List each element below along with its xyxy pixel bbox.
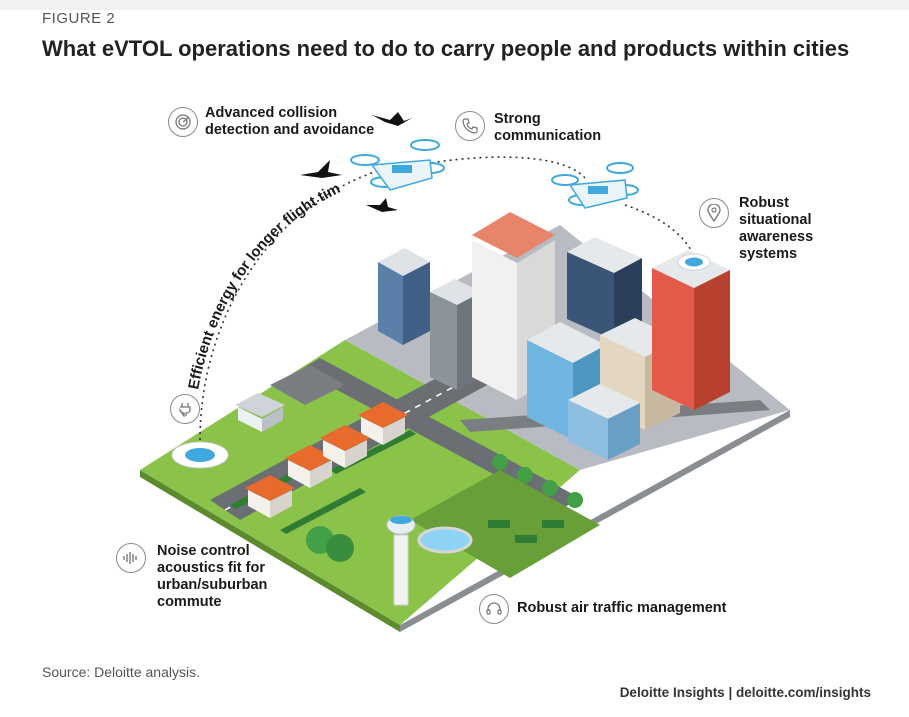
helipad-left [171, 441, 229, 469]
parking-lot [270, 365, 345, 405]
house [245, 475, 295, 518]
hedge [280, 488, 366, 534]
evtol-aircraft [350, 139, 445, 191]
flower-bed [542, 520, 564, 528]
headset-icon [479, 594, 509, 624]
control-tower [386, 515, 416, 606]
bird [372, 112, 412, 126]
cross-road [300, 358, 580, 510]
top-bar [0, 0, 909, 10]
tree [326, 534, 354, 562]
source-note: Source: Deloitte analysis. [42, 664, 200, 680]
noise-callout: Noise control acoustics fit for urban/su… [157, 543, 268, 610]
collision-callout: Advanced collision detection and avoidan… [205, 105, 375, 138]
tree [492, 454, 508, 470]
tree [517, 467, 533, 483]
house [358, 402, 408, 445]
atm-callout: Robust air traffic management [517, 600, 727, 616]
flight-path [624, 204, 693, 253]
situational-callout: Robust situational awareness systems [739, 195, 814, 262]
house [320, 425, 370, 468]
phone-icon [455, 111, 485, 141]
location-pin-icon [699, 198, 729, 228]
plug-icon [170, 394, 200, 424]
bird [366, 198, 398, 212]
ground-base-side [140, 470, 400, 632]
ground-base-side-right [400, 410, 790, 632]
fountain [417, 526, 473, 554]
footer-credit: Deloitte Insights | deloitte.com/insight… [619, 685, 871, 700]
energy-arc-label: Efficient energy for longer flight time [0, 0, 343, 391]
building-red [652, 250, 730, 410]
helipad-rooftop [677, 253, 711, 271]
communication-callout: Strong communication [494, 111, 602, 144]
figure-title: What eVTOL operations need to do to carr… [42, 36, 850, 61]
flower-bed [515, 535, 537, 543]
tree [542, 480, 558, 496]
evtol-aircraft [551, 162, 639, 209]
building-blue-left [378, 248, 430, 345]
bird [300, 160, 342, 178]
flight-path [419, 156, 586, 179]
tree [567, 492, 583, 508]
flower-bed [488, 520, 510, 528]
building-small-blue [568, 384, 640, 460]
figure-label: FIGURE 2 [42, 10, 116, 27]
house [285, 445, 335, 488]
small-building [235, 393, 285, 432]
radar-icon [168, 107, 198, 137]
flight-path [199, 169, 381, 441]
sound-wave-icon [116, 543, 146, 573]
